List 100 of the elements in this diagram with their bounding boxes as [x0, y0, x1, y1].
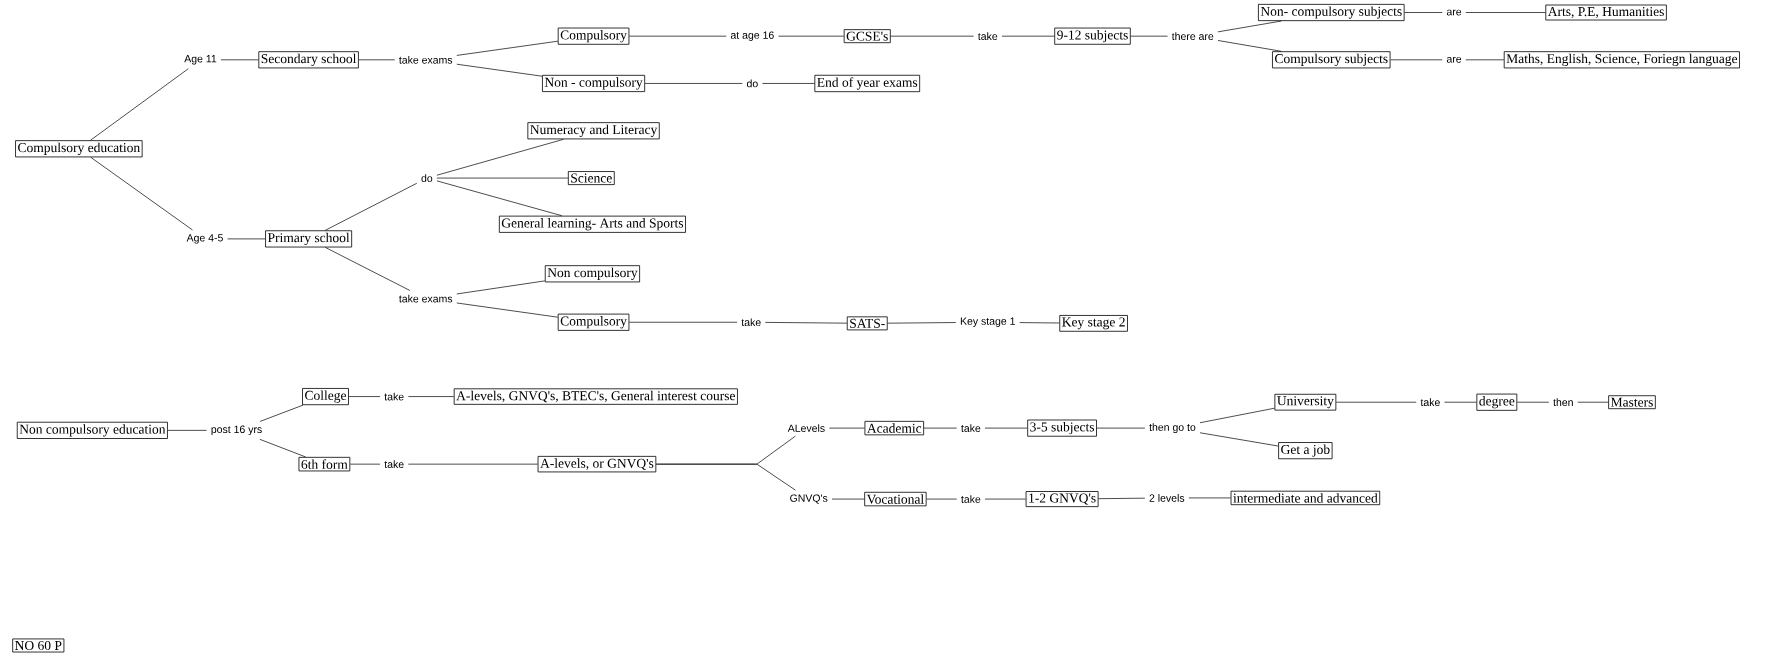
connector-line [90, 68, 189, 141]
connector-line [407, 396, 455, 397]
connector-line [436, 138, 564, 176]
connector-line [456, 40, 559, 56]
connector-line [1188, 497, 1231, 499]
connector-line [1404, 12, 1443, 13]
connector-line [1130, 35, 1168, 37]
connector-line [887, 322, 957, 324]
linking-phrase: there are [1167, 28, 1218, 44]
connector-line [348, 396, 381, 397]
connector-line [324, 182, 418, 231]
connector-line [890, 35, 974, 37]
connector-line [655, 463, 796, 491]
concept-box: Non compulsory education [16, 421, 168, 439]
connector-line [407, 463, 538, 465]
concept-box: University [1274, 393, 1337, 411]
linking-phrase: do [417, 170, 437, 186]
connector-line [644, 83, 743, 84]
concept-box: Non compulsory [544, 265, 640, 283]
concept-box: Compulsory [557, 313, 630, 331]
concept-box: 1-2 GNVQ's [1025, 491, 1099, 508]
connector-line [984, 427, 1028, 429]
connector-line [1096, 427, 1146, 429]
connector-line [1444, 401, 1477, 403]
linking-phrase: then [1549, 394, 1578, 411]
concept-box: General learning- Arts and Sports [498, 215, 686, 233]
concept-box: Maths, English, Science, Foriegn language [1503, 51, 1740, 69]
concept-box: SATS- [846, 316, 888, 331]
connector-line [325, 247, 411, 291]
connector-line [831, 498, 865, 500]
linking-phrase: Key stage 1 [956, 313, 1020, 331]
concept-box: 9-12 subjects [1054, 27, 1131, 45]
concept-box: Compulsory [557, 27, 630, 45]
linking-phrase: do [742, 75, 763, 92]
concept-box: Secondary school [258, 51, 359, 69]
connector-line [1465, 59, 1505, 61]
linking-phrase: at age 16 [726, 27, 779, 45]
concept-box: Numeracy and Literacy [527, 122, 660, 140]
linking-phrase: GNVQ's [785, 490, 832, 508]
connector-line [227, 238, 266, 240]
linking-phrase: take [973, 28, 1002, 44]
concept-box: College [302, 388, 349, 406]
linking-phrase: take [956, 420, 985, 436]
linking-phrase: Age 4-5 [182, 230, 228, 248]
linking-phrase: 2 levels [1145, 490, 1189, 506]
connector-line [1217, 40, 1282, 52]
connector-line [436, 180, 563, 217]
linking-phrase: take [956, 491, 985, 507]
connector-line [1199, 407, 1275, 424]
connector-line [167, 430, 207, 431]
concept-box: Get a job [1278, 442, 1333, 460]
concept-box: A-levels, GNVQ's, BTEC's, General interest course [453, 388, 738, 405]
connector-line [1199, 432, 1279, 447]
connector-line [90, 157, 193, 231]
concept-box: degree [1476, 393, 1518, 411]
connector-line [1001, 35, 1055, 37]
connector-line [436, 177, 569, 179]
linking-phrase: take exams [394, 51, 457, 68]
concept-box: A-levels, or GNVQ's [537, 455, 657, 473]
linking-phrase: take [380, 456, 409, 472]
linking-phrase: then go to [1145, 419, 1200, 437]
connector-line [259, 438, 306, 458]
connector-line [1019, 322, 1060, 324]
concept-box: Compulsory subjects [1272, 51, 1391, 69]
linking-phrase: take [380, 388, 409, 405]
connector-line [456, 63, 543, 77]
linking-phrase: take exams [394, 290, 457, 307]
concept-box: Non - compulsory [542, 74, 646, 92]
concept-box: Science [567, 171, 615, 185]
concept-box: Academic [864, 420, 925, 436]
concept-box: intermediate and advanced [1230, 490, 1381, 506]
concept-box: 6th form [298, 456, 351, 472]
linking-phrase: Age 11 [180, 51, 221, 69]
concept-box: NO 60 P [12, 638, 65, 653]
connector-line [1098, 497, 1146, 500]
linking-phrase: post 16 yrs [206, 421, 267, 440]
connector-line [259, 404, 304, 422]
concept-box: Compulsory education [15, 140, 143, 158]
concept-box: Key stage 2 [1059, 315, 1128, 332]
linking-phrase: ALevels [783, 420, 830, 436]
concept-box: Masters [1608, 395, 1656, 410]
concept-box: Arts, P.E, Humanities [1545, 4, 1667, 21]
connector-line [778, 35, 845, 37]
concept-box: Primary school [265, 230, 353, 248]
connector-line [1465, 12, 1546, 13]
concept-box: Non- compulsory subjects [1258, 3, 1405, 22]
linking-phrase: take [737, 314, 766, 331]
connector-line [1217, 20, 1282, 33]
connector-line [220, 59, 259, 61]
linking-phrase: are [1442, 5, 1466, 20]
concept-box: 3-5 subjects [1027, 419, 1097, 437]
connector-line [1335, 401, 1417, 403]
concept-box: Vocational [864, 491, 927, 507]
connector-line [926, 498, 958, 500]
linking-phrase: are [1442, 52, 1466, 67]
connector-line [828, 427, 865, 429]
connector-line [358, 59, 396, 61]
connector-line [456, 280, 546, 295]
concept-box: GCSE's [843, 29, 891, 44]
connector-line [1516, 401, 1550, 403]
